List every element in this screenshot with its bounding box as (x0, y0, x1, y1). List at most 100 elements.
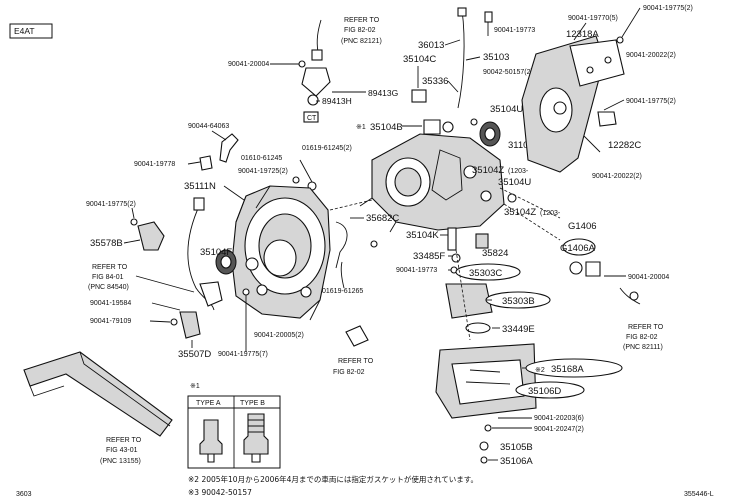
svg-text:FIG 82-02: FIG 82-02 (344, 27, 376, 34)
mount-bracket (597, 111, 617, 127)
label-12318A: 12318A (566, 29, 599, 40)
label-90041-19775-7: 90041-19775(7) (218, 351, 268, 358)
callout-G1406A (562, 238, 596, 256)
label-90041-79109: 90041-79109 (90, 318, 131, 325)
label-33485F: 33485F (413, 251, 445, 262)
label-35104Z: 35104Z (472, 165, 504, 176)
label-35106D: 35106D (528, 386, 561, 397)
label-90042-50157: 90042-50157(2) (483, 69, 533, 76)
svg-text:(PNC 13155): (PNC 13155) (100, 458, 141, 465)
svg-text:CT: CT (307, 115, 317, 122)
label-90041-19775-left: 90041-19775(2) (86, 201, 136, 208)
svg-text:REFER TO: REFER TO (344, 17, 380, 24)
label-90041-19773-mid: 90041-19773 (396, 267, 437, 274)
oil-tube (335, 221, 348, 269)
svg-text:REFER TO: REFER TO (92, 264, 128, 271)
bracket-part (219, 133, 239, 163)
label-35824: 35824 (482, 248, 508, 259)
label-90041-20005: 90041-20005(2) (254, 332, 304, 339)
label-33449E: 33449E (502, 324, 535, 335)
label-90041-19773-top: 90041-19773 (494, 27, 535, 34)
label-89413H: 89413H (322, 96, 352, 106)
label-90041-20247: 90041-20247(2) (534, 426, 584, 433)
callout-35303C (455, 263, 521, 281)
seal-part (179, 311, 201, 339)
svg-text:FIG 43-01: FIG 43-01 (106, 447, 138, 454)
svg-text:FIG 82-02: FIG 82-02 (626, 334, 658, 341)
pin-part (447, 227, 457, 251)
mark-ast1-35104B: ※1 (356, 124, 366, 131)
sensor-connector (311, 49, 323, 61)
label-35303C: 35303C (469, 268, 502, 279)
label-90041-20022-r1: 90041-20022(2) (626, 52, 676, 59)
legend-type-a: TYPE A (196, 400, 221, 407)
label-35104U-b: 35104U (498, 177, 531, 188)
engine-code: E4AT (14, 26, 35, 36)
filter-cap (475, 233, 489, 249)
footnote-3: ※3 90042-50157 (188, 488, 252, 497)
type-b-plug-icon (243, 413, 269, 455)
refer-left: REFER TO FIG 84-01 (PNC 84540) (88, 264, 129, 291)
callout-35106D (515, 381, 585, 399)
svg-text:FIG 82-02: FIG 82-02 (333, 369, 365, 376)
valve-body (445, 283, 493, 319)
label-90041-19584: 90041-19584 (90, 300, 131, 307)
svg-text:(PNC 82121): (PNC 82121) (341, 38, 382, 45)
refer-top: REFER TO FIG 82-02 (PNC 82121) (341, 17, 382, 45)
clip-part (345, 325, 369, 347)
legend-header: ※1 (190, 383, 200, 390)
plug-part (411, 89, 427, 103)
type-a-plug-icon (199, 419, 223, 455)
gasket-ring (465, 322, 491, 334)
refer-right: REFER TO FIG 82-02 (PNC 82111) (623, 324, 664, 351)
label-35103: 35103 (483, 52, 509, 63)
refer-bottom-left: REFER TO FIG 43-01 (PNC 13155) (100, 437, 142, 465)
connector-block (585, 261, 601, 277)
label-G1406A: G1406A (560, 243, 596, 254)
cover-plate (569, 39, 625, 87)
svg-text:(PNC 84540): (PNC 84540) (88, 284, 129, 291)
label-35104B: 35104B (370, 122, 403, 133)
engine-code-box (9, 23, 53, 39)
label-90041-19725: 90041-19725(2) (238, 168, 288, 175)
label-90041-20203: 90041-20203(6) (534, 415, 584, 422)
label-90041-19770: 90041-19770(5) (568, 15, 618, 22)
label-35336: 35336 (422, 76, 448, 87)
label-01619-61245: 01619-61245(2) (302, 145, 352, 152)
label-35105B: 35105B (500, 442, 533, 453)
refer-middle: REFER TO FIG 82-02 (333, 358, 374, 376)
svg-text:FIG 84-01: FIG 84-01 (92, 274, 124, 281)
svg-text:REFER TO: REFER TO (628, 324, 664, 331)
label-90041-20022-r2: 90041-20022(2) (592, 173, 642, 180)
label-90041-19775-r1: 90041-19775(2) (643, 5, 693, 12)
label-01610-61245: 01610-61245 (241, 155, 282, 162)
label-35104K: 35104K (406, 230, 439, 241)
shift-lever (137, 221, 165, 251)
harness-connector (193, 197, 205, 211)
legend-type-b: TYPE B (240, 400, 265, 407)
filter-part (423, 119, 441, 135)
svg-text:REFER TO: REFER TO (106, 437, 142, 444)
label-89413G: 89413G (368, 88, 398, 98)
label-35682C: 35682C (366, 213, 399, 224)
speed-sensor-oring (307, 94, 319, 106)
label-35104F: 35104F (200, 247, 232, 258)
sensor-wire (316, 19, 322, 53)
label-35104C: 35104C (403, 54, 436, 65)
label-1203-a: (1203- (508, 168, 529, 175)
mark-ast2: ※2 (535, 367, 545, 374)
label-36013: 36013 (418, 40, 444, 51)
label-35303B: 35303B (502, 296, 535, 307)
label-90041-20004-r: 90041-20004 (628, 274, 669, 281)
label-12282C: 12282C (608, 140, 641, 151)
svg-text:REFER TO: REFER TO (338, 358, 374, 365)
label-31105J: 31105J (508, 140, 539, 151)
switch-body (199, 281, 223, 307)
label-35104U-a: 35104U (490, 104, 523, 115)
speed-sensor-body (301, 67, 331, 97)
label-90044-64063: 90044-64063 (188, 123, 229, 130)
corner-right-code: 355446-L (684, 491, 714, 498)
label-90041-20004-top: 90041-20004 (228, 61, 269, 68)
